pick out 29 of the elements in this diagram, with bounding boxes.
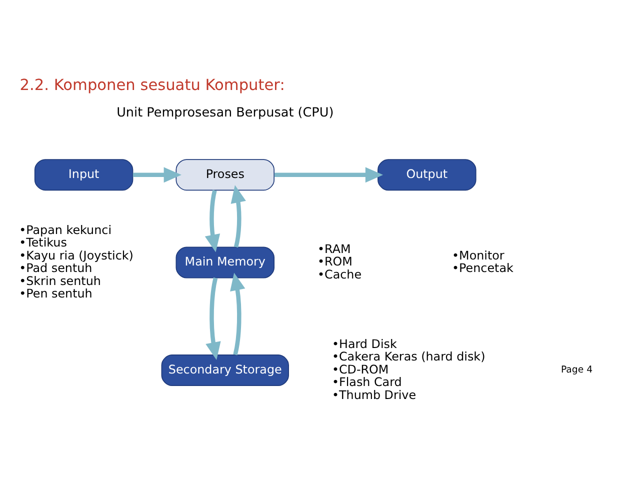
- node-box: Output: [378, 158, 476, 190]
- node-label: •Kayu ria (Joystick): [19, 248, 134, 262]
- node-label: •Hard Disk: [332, 336, 397, 350]
- node-box: Main Memory: [176, 246, 275, 278]
- node-label: •Pencetak: [452, 260, 514, 275]
- node-label: •Pad sentuh: [19, 260, 92, 275]
- node-box: Proses: [176, 158, 275, 190]
- node-label: •Pen sentuh: [19, 286, 92, 300]
- node-label: •ROM: [318, 254, 352, 268]
- node-box: Input: [34, 158, 134, 190]
- node-label: •Skrin sentuh: [19, 273, 101, 288]
- node-label: •Papan kekunci: [19, 222, 112, 236]
- node-label: •Monitor: [452, 248, 504, 262]
- node-label: •RAM: [318, 241, 351, 256]
- diagram-title: 2.2. Komponen sesuatu Komputer:: [20, 76, 285, 94]
- arrow: [274, 166, 384, 182]
- node-label: •Thumb Drive: [332, 387, 416, 402]
- arrow: [230, 272, 246, 355]
- node-label: •Cache: [318, 266, 362, 281]
- label: Page 4: [560, 364, 593, 376]
- node-box: Secondary Storage: [161, 354, 289, 386]
- arrow: [206, 276, 221, 360]
- arrow: [132, 166, 182, 182]
- node-label: •Flash Card: [332, 374, 402, 389]
- label: Unit Pemprosesan Berpusat (CPU): [116, 105, 334, 120]
- node-label: •Tetikus: [19, 235, 67, 250]
- node-label: •Cakera Keras (hard disk): [332, 349, 486, 364]
- arrow: [230, 184, 246, 248]
- node-label: •CD-ROM: [332, 362, 389, 376]
